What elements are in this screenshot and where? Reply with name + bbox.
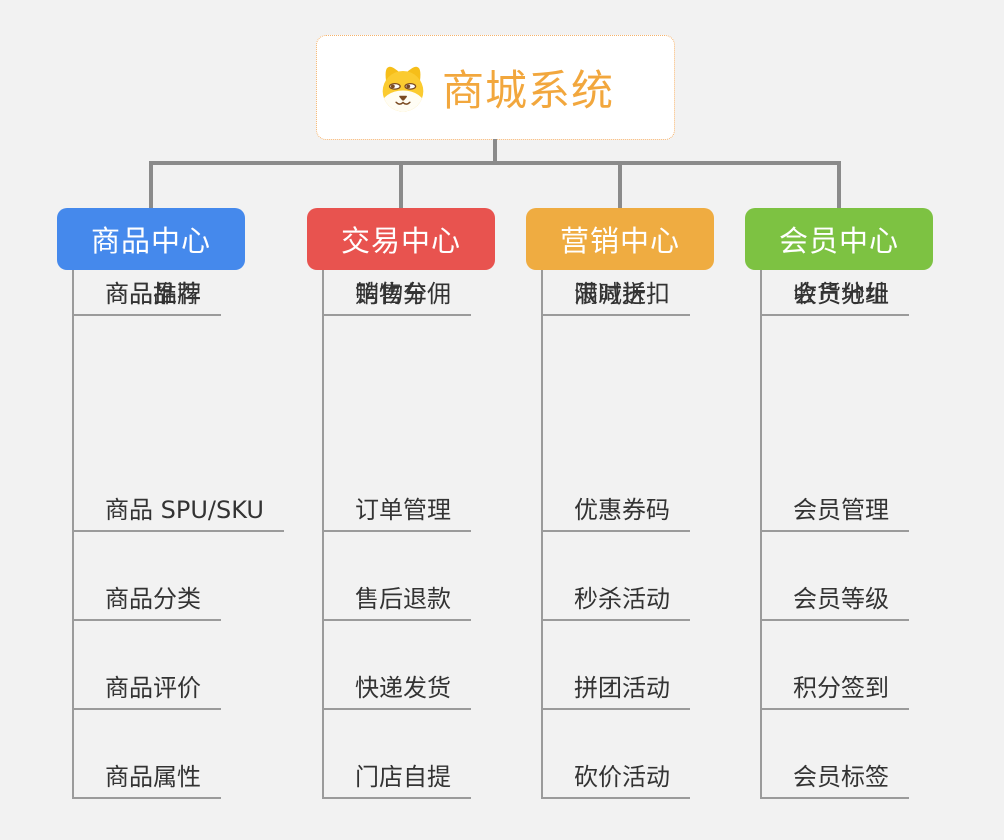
branch-trunk-line (322, 270, 324, 799)
child-node-spend-and-save[interactable]: 满减送 (541, 270, 666, 316)
child-node-flash-sale[interactable]: 秒杀活动 (541, 575, 690, 621)
connector-drop-member (837, 161, 841, 208)
branch-label: 交易中心 (340, 224, 461, 258)
branch-label: 商品中心 (90, 224, 211, 258)
branch-trade-center: 交易中心 订单管理 售后退款 快递发货 门店自提 购物车 销售分佣 (307, 208, 495, 799)
connector-drop-trade (399, 161, 403, 208)
root-node[interactable]: 商城系统 (316, 35, 675, 140)
child-node-bargain-activity[interactable]: 砍价活动 (541, 753, 690, 799)
child-node-member-tag[interactable]: 会员标签 (760, 753, 909, 799)
child-node-product-category[interactable]: 商品分类 (72, 575, 221, 621)
child-node-store-pickup[interactable]: 门店自提 (322, 753, 471, 799)
child-node-product-brand[interactable]: 商品品牌 (72, 270, 221, 316)
branch-node-trade-center[interactable]: 交易中心 (307, 208, 495, 270)
child-node-express-delivery[interactable]: 快递发货 (322, 664, 471, 710)
branch-trunk-line (760, 270, 762, 799)
connector-horizontal-bus (149, 161, 841, 165)
connector-drop-marketing (618, 161, 622, 208)
root-title: 商城系统 (441, 66, 614, 115)
connector-drop-product (149, 161, 153, 208)
branch-label: 会员中心 (778, 224, 899, 258)
child-node-coupon-code[interactable]: 优惠券码 (541, 486, 690, 532)
child-node-member-management[interactable]: 会员管理 (760, 486, 909, 532)
child-node-sales-commission[interactable]: 销售分佣 (322, 270, 471, 316)
child-node-shipping-address[interactable]: 收货地址 (760, 270, 909, 316)
branch-marketing-center: 营销中心 优惠券码 秒杀活动 拼团活动 砍价活动 限时折扣 满减送 (526, 208, 714, 799)
branch-trunk-line (541, 270, 543, 799)
child-node-after-sale-refund[interactable]: 售后退款 (322, 575, 471, 621)
branch-node-member-center[interactable]: 会员中心 (745, 208, 933, 270)
branch-member-center: 会员中心 会员管理 会员等级 积分签到 会员标签 会员分组 收货地址 (745, 208, 933, 799)
child-node-order-management[interactable]: 订单管理 (322, 486, 471, 532)
branch-node-marketing-center[interactable]: 营销中心 (526, 208, 714, 270)
child-node-product-spu-sku[interactable]: 商品 SPU/SKU (72, 486, 284, 532)
child-node-points-checkin[interactable]: 积分签到 (760, 664, 909, 710)
child-node-group-buy[interactable]: 拼团活动 (541, 664, 690, 710)
doge-dog-icon (382, 66, 424, 112)
branch-trunk-line (72, 270, 74, 799)
child-node-member-level[interactable]: 会员等级 (760, 575, 909, 621)
branch-node-product-center[interactable]: 商品中心 (57, 208, 245, 270)
branch-product-center: 商品中心 商品 SPU/SKU 商品分类 商品评价 商品属性 商品推荐 商品品牌 (57, 208, 284, 799)
child-node-product-review[interactable]: 商品评价 (72, 664, 221, 710)
child-node-product-attribute[interactable]: 商品属性 (72, 753, 221, 799)
connector-root-drop (493, 139, 497, 165)
branch-label: 营销中心 (559, 224, 680, 258)
